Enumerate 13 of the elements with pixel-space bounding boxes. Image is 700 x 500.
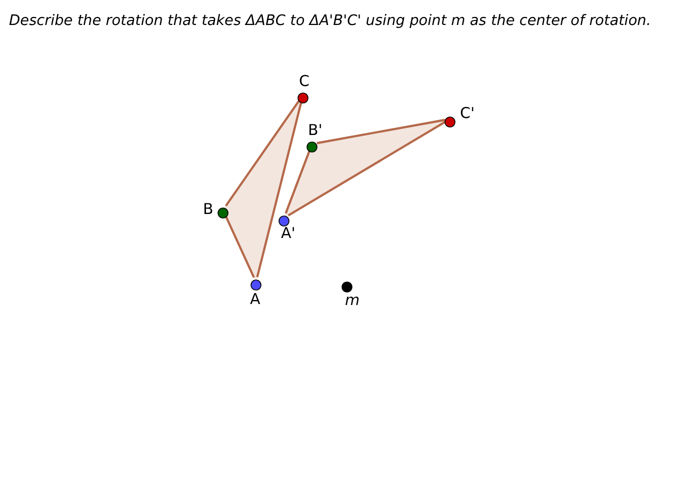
- triangle-side: [284, 148, 312, 214]
- point-label: A: [250, 291, 260, 307]
- point-label: A': [281, 225, 296, 241]
- point-label: C: [299, 73, 310, 89]
- triangle-side: [224, 98, 302, 207]
- question-text: Describe the rotation that takes ΔABC to ΔA'B'C' using point m as the center of rotation.: [9, 13, 651, 29]
- triangle-side: [256, 100, 303, 278]
- point-label: B: [203, 201, 214, 217]
- point-label: C': [460, 105, 475, 121]
- point-label: m: [345, 292, 360, 308]
- triangle-side: [316, 118, 446, 144]
- triangle-side: [224, 214, 255, 278]
- point-label: B': [308, 122, 322, 138]
